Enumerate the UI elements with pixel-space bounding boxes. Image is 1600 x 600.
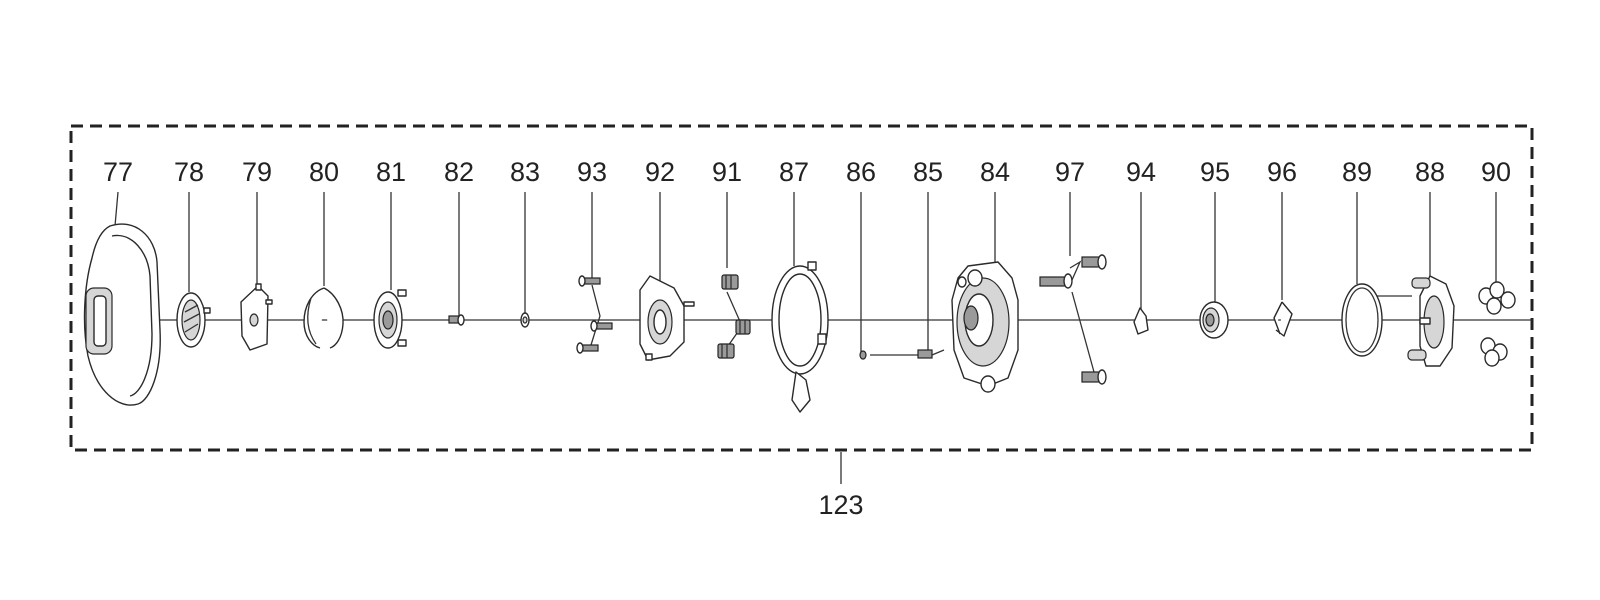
part-91-springs [717, 274, 751, 359]
part-label-84: 84 [980, 157, 1010, 187]
part-96-clip [1273, 301, 1293, 337]
part-92-cover [639, 275, 695, 361]
part-95-bearing [1199, 301, 1229, 339]
part-label-92: 92 [645, 157, 675, 187]
part-label-93: 93 [577, 157, 607, 187]
part-90-rollers [1478, 281, 1516, 367]
part-label-81: 81 [376, 157, 406, 187]
leader-lines [114, 191, 1497, 373]
part-86-pin [859, 350, 867, 360]
part-82-screw [448, 314, 465, 326]
part-label-96: 96 [1267, 157, 1297, 187]
part-84-frame [951, 261, 1019, 393]
part-label-95: 95 [1200, 157, 1230, 187]
assembly-boundary [69, 124, 1534, 452]
part-label-88: 88 [1415, 157, 1445, 187]
part-label-77: 77 [103, 157, 133, 187]
part-label-87: 87 [779, 157, 809, 187]
part-79-plate [240, 283, 273, 351]
part-94-cam [1133, 307, 1149, 335]
part-87-ring [771, 261, 829, 413]
part-label-85: 85 [913, 157, 943, 187]
part-83-washer [520, 312, 530, 328]
part-label-91: 91 [712, 157, 742, 187]
part-labels: 77 78 79 80 81 82 83 93 92 91 87 86 85 8… [103, 157, 1511, 187]
part-label-89: 89 [1342, 157, 1372, 187]
part-77-side-cover [83, 223, 161, 406]
part-label-78: 78 [174, 157, 204, 187]
part-label-86: 86 [846, 157, 876, 187]
part-88-rotor [1407, 275, 1455, 367]
part-label-80: 80 [309, 157, 339, 187]
part-89-ring [1341, 283, 1383, 357]
part-label-83: 83 [510, 157, 540, 187]
part-label-79: 79 [242, 157, 272, 187]
part-93-screws [576, 275, 613, 354]
part-78-knob [176, 292, 211, 348]
part-81-housing [373, 289, 407, 349]
part-label-82: 82 [444, 157, 474, 187]
part-label-94: 94 [1126, 157, 1156, 187]
part-label-97: 97 [1055, 157, 1085, 187]
assembly-label-123: 123 [818, 490, 863, 520]
part-label-90: 90 [1481, 157, 1511, 187]
part-85-spring [870, 349, 945, 359]
part-80-spring [303, 287, 344, 349]
part-97-screws [1039, 254, 1107, 385]
